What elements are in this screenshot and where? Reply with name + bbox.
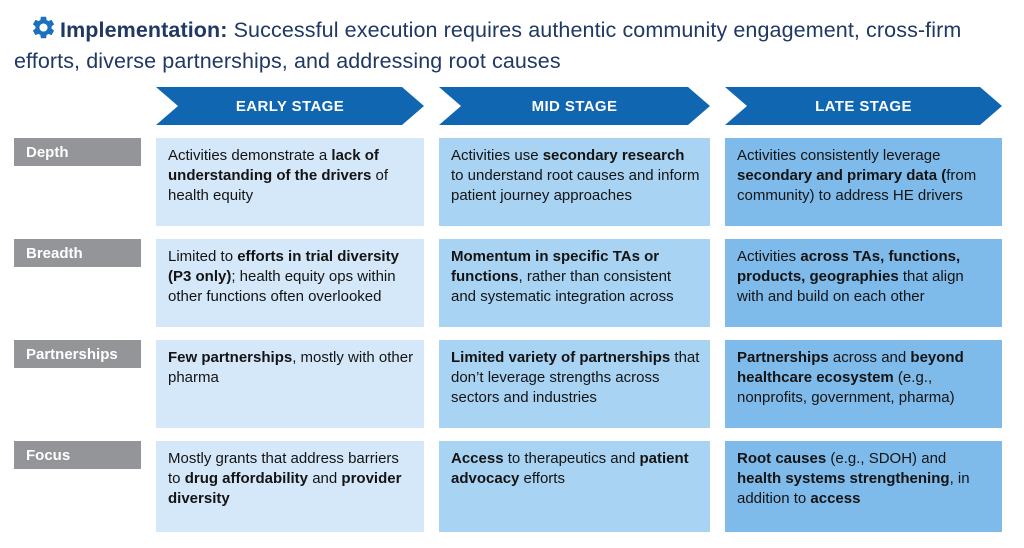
cell-partnerships-mid-stage: Limited variety of partnerships that don… [439, 340, 710, 429]
title-rest: Successful execution requires authentic … [14, 18, 962, 73]
gear-icon [32, 16, 55, 39]
cell-breadth-mid-stage: Momentum in specific TAs or functions, r… [439, 239, 710, 328]
title-lead: Implementation: [60, 18, 228, 42]
cell-focus-late-stage: Root causes (e.g., SDOH) and health syst… [725, 441, 1002, 533]
cell-breadth-late-stage: Activities across TAs, functions, produc… [725, 239, 1002, 328]
stage-header-early-stage: EARLY STAGE [156, 87, 424, 125]
cell-depth-mid-stage: Activities use secondary research to und… [439, 138, 710, 227]
cell-depth-late-stage: Activities consistently leverage seconda… [725, 138, 1002, 227]
cell-focus-early-stage: Mostly grants that address barriers to d… [156, 441, 424, 533]
stage-header-mid-stage: MID STAGE [439, 87, 710, 125]
row-label-focus: Focus [14, 441, 141, 470]
cell-partnerships-late-stage: Partnerships across and beyond healthcar… [725, 340, 1002, 429]
matrix-corner-spacer [14, 87, 141, 125]
row-label-partnerships: Partnerships [14, 340, 141, 369]
stage-header-late-stage: LATE STAGE [725, 87, 1002, 125]
row-label-breadth: Breadth [14, 239, 141, 268]
cell-partnerships-early-stage: Few partnerships, mostly with other phar… [156, 340, 424, 429]
cell-depth-early-stage: Activities demonstrate a lack of underst… [156, 138, 424, 227]
slide-title: Implementation: Successful execution req… [0, 0, 1024, 76]
row-label-depth: Depth [14, 138, 141, 167]
cell-focus-mid-stage: Access to therapeutics and patient advoc… [439, 441, 710, 533]
cell-breadth-early-stage: Limited to efforts in trial diversity (P… [156, 239, 424, 328]
